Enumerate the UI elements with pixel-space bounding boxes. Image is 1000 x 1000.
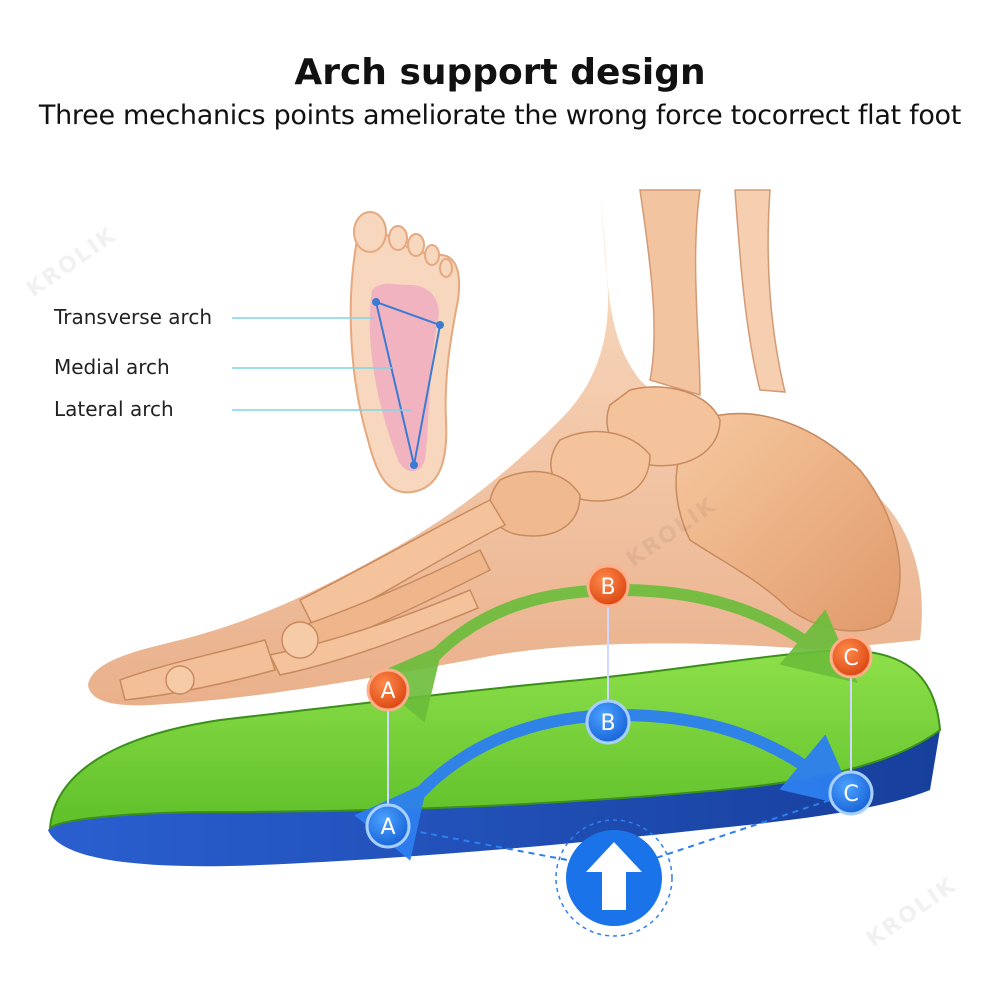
heel-bone bbox=[675, 412, 901, 632]
insole-marker-a: A bbox=[365, 803, 411, 849]
page-subtitle: Three mechanics points ameliorate the wr… bbox=[38, 100, 962, 131]
foot-marker-c: C bbox=[829, 635, 873, 679]
svg-text:B: B bbox=[600, 711, 615, 736]
insole-side bbox=[48, 730, 940, 867]
label-transverse-arch: Transverse arch bbox=[54, 305, 213, 329]
label-medial-arch: Medial arch bbox=[54, 355, 170, 379]
up-arrow-badge bbox=[555, 819, 673, 937]
insole-marker-c: C bbox=[828, 770, 874, 816]
fibula-bone bbox=[734, 189, 786, 393]
foot-silhouette bbox=[88, 190, 922, 706]
svg-text:C: C bbox=[843, 782, 858, 807]
label-lateral-arch: Lateral arch bbox=[54, 397, 174, 421]
foot-marker-b: B bbox=[586, 564, 630, 608]
toe-bones bbox=[119, 639, 276, 701]
foot-sole-inset bbox=[349, 211, 460, 494]
svg-text:A: A bbox=[380, 679, 395, 704]
foot-marker-a: A bbox=[366, 668, 410, 712]
page-title: Arch support design bbox=[294, 52, 706, 93]
svg-text:B: B bbox=[600, 575, 615, 600]
insole-marker-b: B bbox=[585, 699, 631, 745]
svg-text:C: C bbox=[843, 646, 858, 671]
tibia-bone bbox=[639, 189, 701, 397]
svg-text:A: A bbox=[380, 815, 395, 840]
